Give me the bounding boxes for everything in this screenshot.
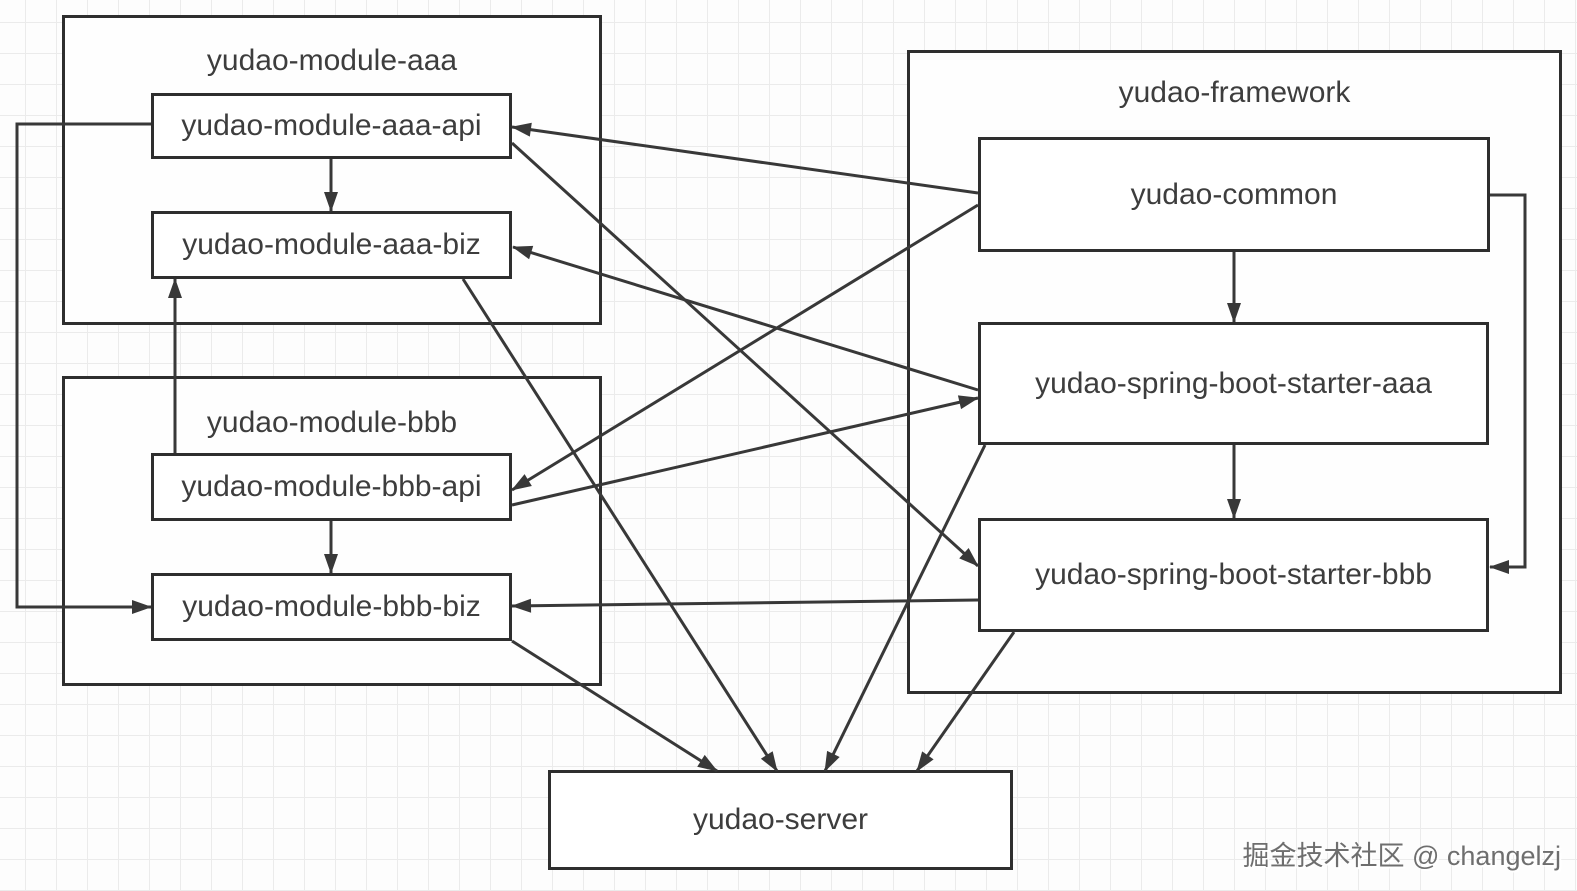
node-yudao-module-aaa-api: yudao-module-aaa-api [151,93,512,159]
node-label: yudao-module-aaa-biz [182,228,481,261]
node-yudao-spring-boot-starter-bbb: yudao-spring-boot-starter-bbb [978,518,1489,632]
node-label: yudao-spring-boot-starter-aaa [1035,366,1432,400]
node-label: yudao-common [1130,177,1338,211]
node-label: yudao-module-bbb-biz [182,590,481,623]
node-yudao-spring-boot-starter-aaa: yudao-spring-boot-starter-aaa [978,322,1489,445]
node-yudao-server: yudao-server [548,770,1013,870]
node-yudao-module-aaa-biz: yudao-module-aaa-biz [151,211,512,279]
node-label: yudao-spring-boot-starter-bbb [1035,558,1432,591]
node-label: yudao-module-bbb-api [181,470,482,503]
group-title-yudao-module-aaa: yudao-module-aaa [206,44,458,77]
watermark-text: 掘金技术社区 @ changelzj [1242,841,1562,871]
node-label: yudao-server [692,803,869,836]
node-yudao-module-bbb-api: yudao-module-bbb-api [151,453,512,521]
group-title-yudao-framework: yudao-framework [1118,76,1351,109]
node-yudao-module-bbb-biz: yudao-module-bbb-biz [151,573,512,641]
node-yudao-common: yudao-common [978,137,1490,252]
node-label: yudao-module-aaa-api [181,109,482,142]
group-title-yudao-module-bbb: yudao-module-bbb [206,406,458,439]
